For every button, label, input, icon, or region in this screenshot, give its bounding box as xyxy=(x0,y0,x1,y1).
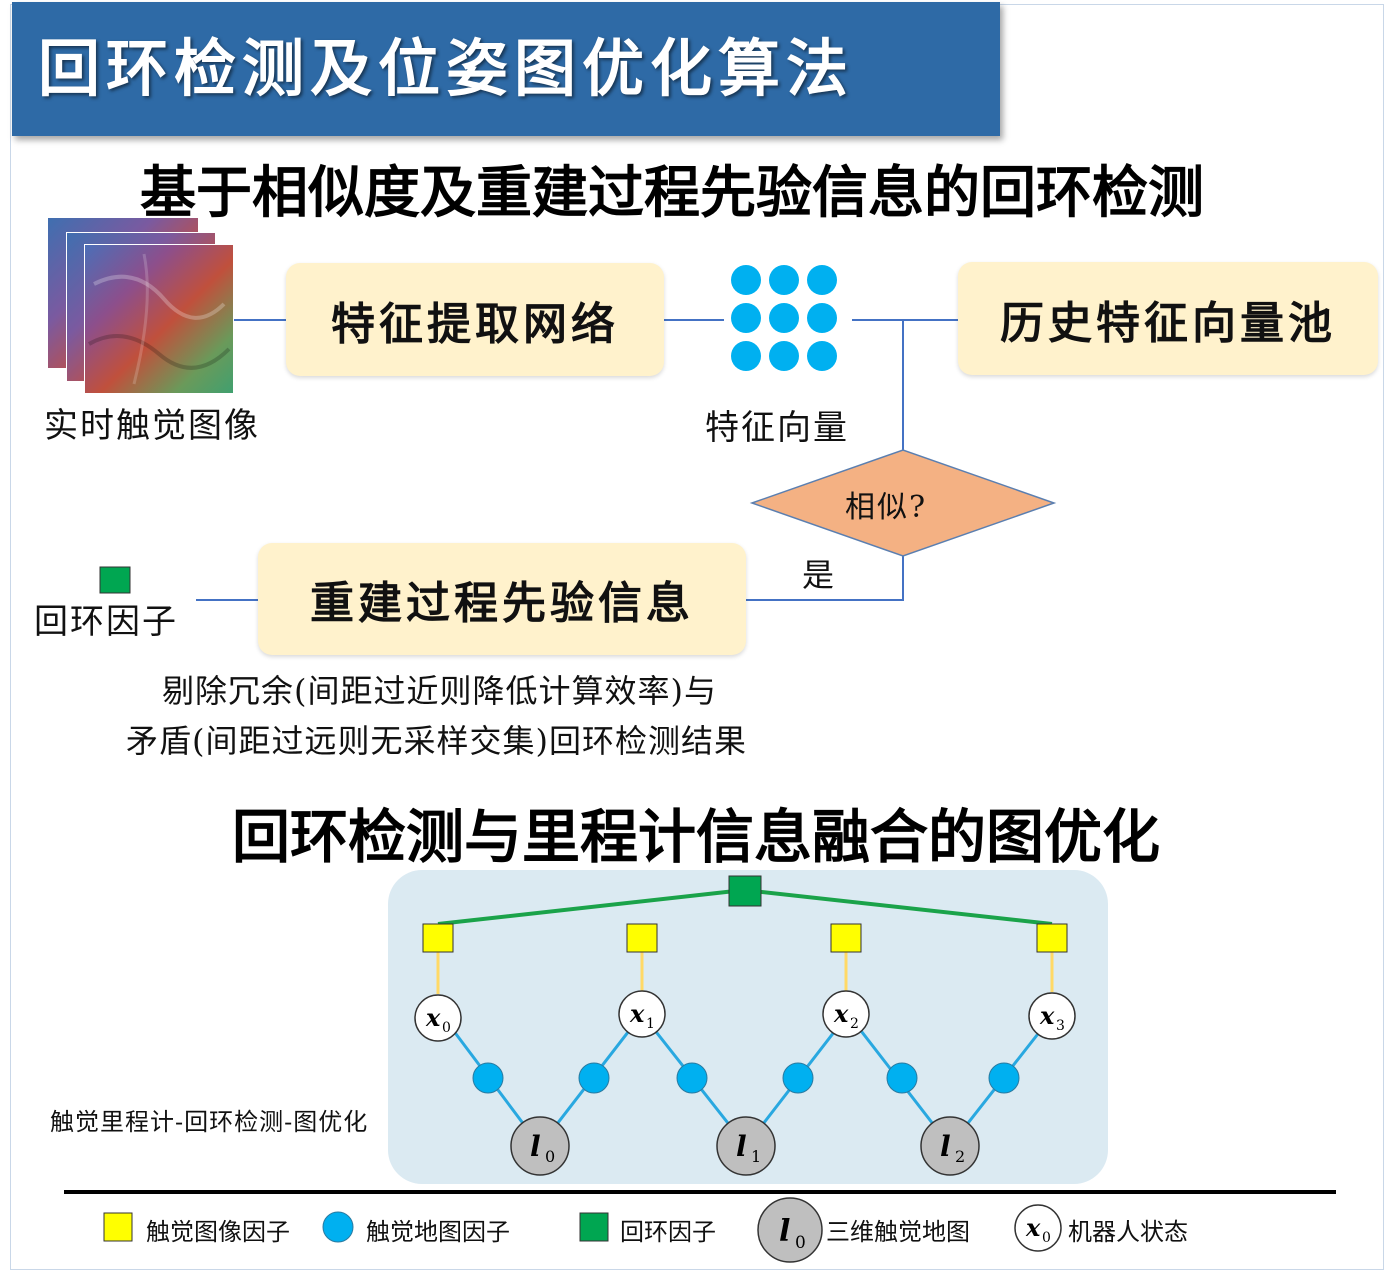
page-title: 回环检测及位姿图优化算法 xyxy=(12,2,1000,136)
image-factor-node xyxy=(422,923,454,953)
legend-map-label: 三维触觉地图 xyxy=(826,1218,970,1246)
svg-text:l: l xyxy=(530,1130,541,1163)
legend-state-symbol: x 0 xyxy=(1014,1204,1062,1252)
note-line-2: 矛盾(间距过远则无采样交集)回环检测结果 xyxy=(126,722,747,760)
connector-line xyxy=(746,556,904,601)
tactile-image-label: 实时触觉图像 xyxy=(44,406,260,446)
factor-graph-caption: 触觉里程计-回环检测-图优化 xyxy=(50,1108,369,1136)
robot-state-node: x 2 xyxy=(822,990,870,1038)
history-feature-pool-box: 历史特征向量池 xyxy=(958,262,1378,375)
section-title-graph-optimization: 回环检测与里程计信息融合的图优化 xyxy=(232,803,1161,871)
feature-dot xyxy=(807,265,837,295)
svg-text:0: 0 xyxy=(545,1147,555,1166)
svg-text:l: l xyxy=(736,1130,747,1163)
map-factor-node xyxy=(676,1062,708,1094)
map-factor-node xyxy=(988,1062,1020,1094)
svg-text:3: 3 xyxy=(1056,1018,1065,1034)
svg-text:x: x xyxy=(1039,1001,1055,1030)
legend-loop-factor-swatch xyxy=(579,1212,609,1242)
feature-dot xyxy=(731,265,761,295)
robot-state-node: x 0 xyxy=(414,994,462,1042)
legend-image-factor-label: 触觉图像因子 xyxy=(146,1218,290,1246)
image-factor-node xyxy=(830,923,862,953)
map-factor-node xyxy=(578,1062,610,1094)
feature-vector-label: 特征向量 xyxy=(705,408,849,448)
svg-text:0: 0 xyxy=(1042,1230,1051,1246)
image-factor-node xyxy=(626,923,658,953)
legend-map-factor-label: 触觉地图因子 xyxy=(366,1218,510,1246)
legend-loop-factor-label: 回环因子 xyxy=(620,1218,716,1246)
factor-graph-background xyxy=(388,870,1108,1184)
svg-text:l: l xyxy=(940,1130,951,1163)
svg-text:l: l xyxy=(779,1214,790,1249)
map-factor-node xyxy=(886,1062,918,1094)
svg-text:x: x xyxy=(1025,1213,1041,1242)
svg-text:1: 1 xyxy=(751,1147,761,1166)
note-line-1: 剔除冗余(间距过近则降低计算效率)与 xyxy=(162,672,717,710)
feature-dot xyxy=(807,341,837,371)
yes-label: 是 xyxy=(802,556,835,594)
feature-dot xyxy=(769,303,799,333)
svg-text:x: x xyxy=(629,999,645,1028)
landmark-node: l 2 xyxy=(920,1116,980,1176)
similarity-decision-label: 相似? xyxy=(845,490,928,525)
svg-text:2: 2 xyxy=(850,1016,859,1032)
feature-dot xyxy=(769,341,799,371)
similarity-decision-diamond xyxy=(749,449,1057,557)
feature-vector-dots xyxy=(731,265,837,371)
feature-dot xyxy=(769,265,799,295)
feature-dot xyxy=(807,303,837,333)
svg-text:2: 2 xyxy=(955,1147,965,1166)
tactile-image xyxy=(84,244,234,394)
svg-text:1: 1 xyxy=(646,1016,655,1032)
loop-factor-square xyxy=(99,566,131,594)
robot-state-node: x 1 xyxy=(618,990,666,1038)
svg-text:x: x xyxy=(425,1003,441,1032)
loop-factor-node xyxy=(728,875,762,907)
svg-text:0: 0 xyxy=(442,1020,451,1036)
svg-text:0: 0 xyxy=(795,1233,806,1253)
legend-image-factor-swatch xyxy=(103,1212,133,1242)
feature-extraction-network-box: 特征提取网络 xyxy=(286,263,664,376)
landmark-node: l 1 xyxy=(716,1116,776,1176)
map-factor-node xyxy=(472,1062,504,1094)
reconstruction-prior-box: 重建过程先验信息 xyxy=(258,543,746,655)
legend-state-label: 机器人状态 xyxy=(1068,1218,1188,1246)
legend-map-symbol: l 0 xyxy=(757,1197,823,1263)
loop-factor-label: 回环因子 xyxy=(34,602,178,642)
svg-text:x: x xyxy=(833,999,849,1028)
feature-dot xyxy=(731,303,761,333)
image-factor-node xyxy=(1036,923,1068,953)
map-factor-node xyxy=(782,1062,814,1094)
legend-map-factor-swatch xyxy=(322,1211,354,1243)
feature-dot xyxy=(731,341,761,371)
robot-state-node: x 3 xyxy=(1028,992,1076,1040)
section-title-loop-detection: 基于相似度及重建过程先验信息的回环检测 xyxy=(140,161,1204,226)
landmark-node: l 0 xyxy=(510,1116,570,1176)
